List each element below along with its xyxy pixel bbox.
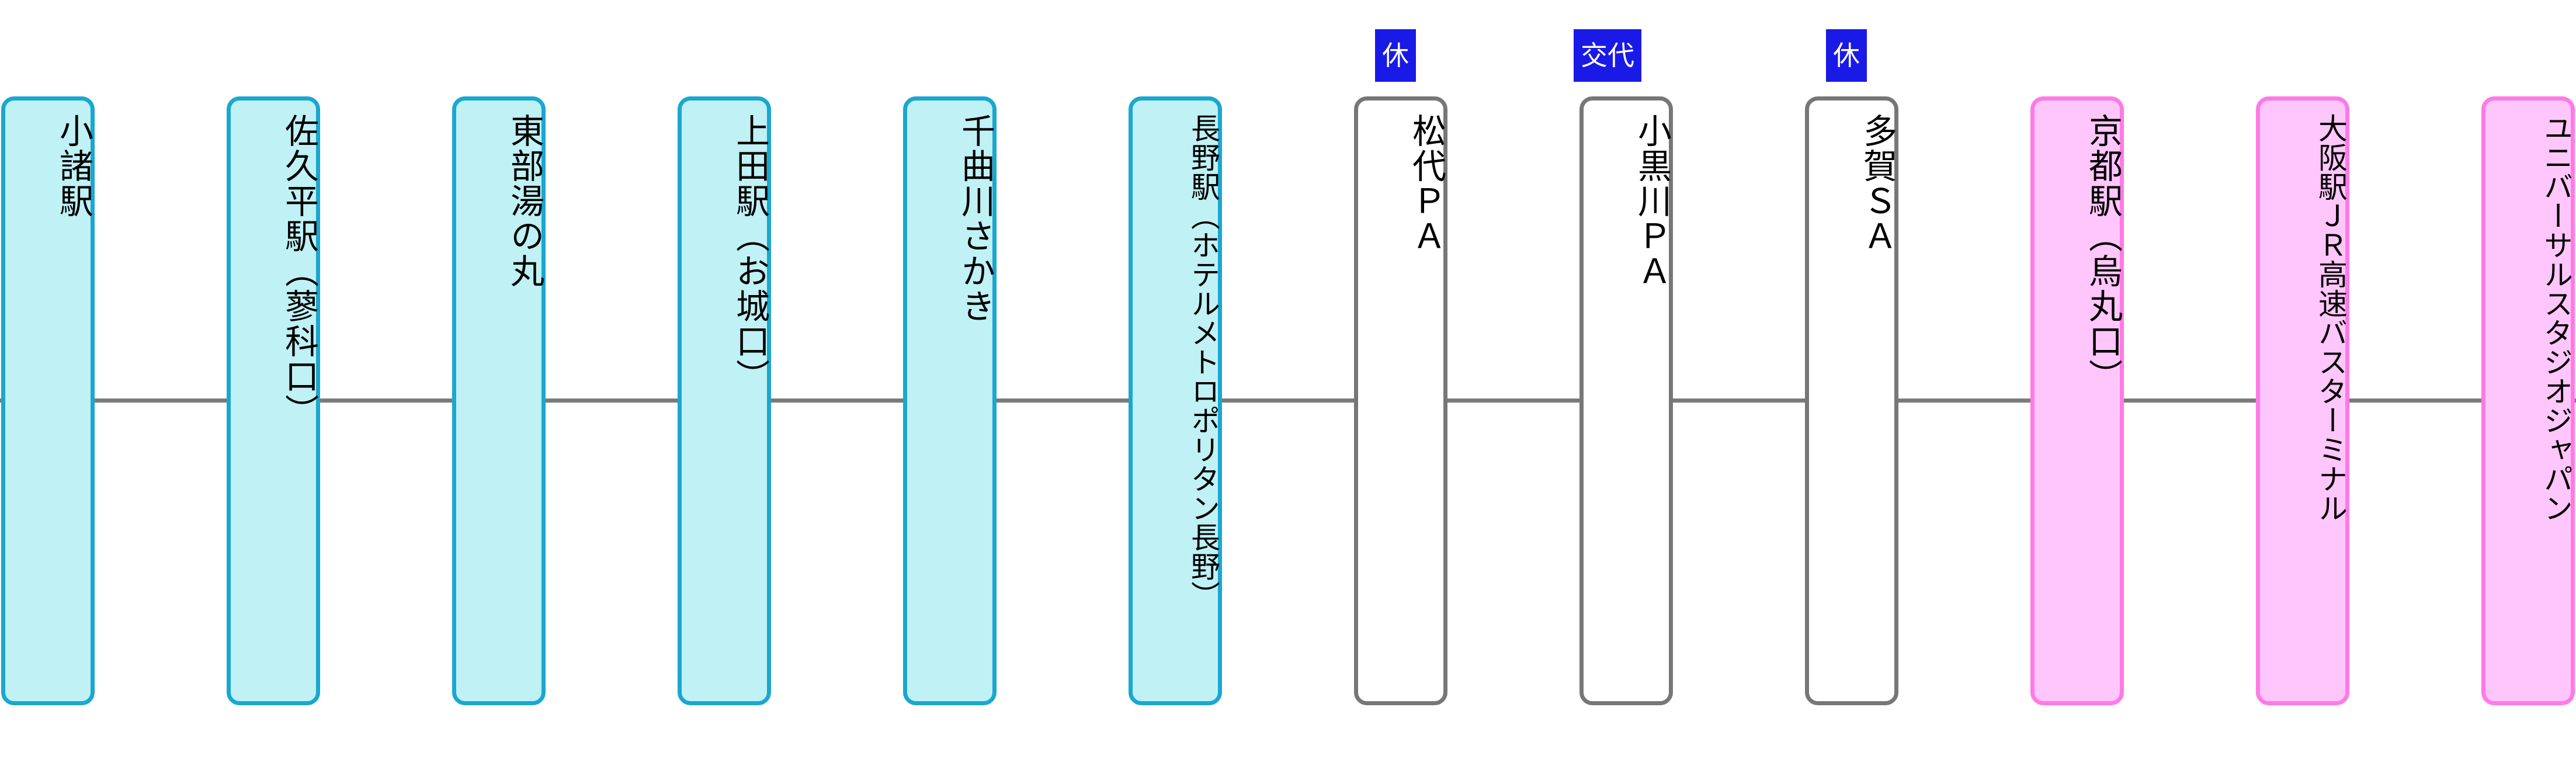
rest-badge-1: 休 (1375, 29, 1416, 82)
stop-box-12: ユニバーサルスタジオジャパン (2481, 96, 2575, 705)
stop-box-5: 千曲川さかき (903, 96, 997, 705)
stop-label-5: 千曲川さかき (956, 113, 995, 324)
stop-box-11: 大阪駅ＪＲ高速バスターミナル (2256, 96, 2349, 705)
stop-label-2: 佐久平駅（蓼科口） (279, 113, 319, 429)
stop-label-10: 京都駅（烏丸口） (2083, 113, 2123, 394)
stop-box-1: 小諸駅 (1, 96, 95, 705)
stop-box-8: 小黒川ＰＡ (1579, 96, 1673, 705)
stop-label-7: 松代ＰＡ (1407, 113, 1446, 254)
stop-box-10: 京都駅（烏丸口） (2030, 96, 2124, 705)
stop-box-4: 上田駅（お城口） (678, 96, 771, 705)
stop-label-4: 上田駅（お城口） (730, 113, 770, 394)
stop-label-11: 大阪駅ＪＲ高速バスターミナル (2314, 113, 2348, 522)
stop-label-9: 多賀ＳＡ (1858, 113, 1897, 254)
route-line (0, 398, 2576, 403)
stop-box-6: 長野駅（ホテルメトロポリタン長野） (1129, 96, 1222, 705)
stop-label-3: 東部湯の丸 (505, 113, 544, 289)
stop-label-1: 小諸駅 (54, 113, 93, 219)
stop-box-9: 多賀ＳＡ (1805, 96, 1898, 705)
stop-label-12: ユニバーサルスタジオジャパン (2539, 113, 2573, 522)
stop-label-8: 小黒川ＰＡ (1632, 113, 1672, 289)
stop-box-7: 松代ＰＡ (1354, 96, 1447, 705)
rest-badge-2: 交代 (1574, 29, 1641, 82)
stop-box-3: 東部湯の丸 (452, 96, 546, 705)
stop-box-2: 佐久平駅（蓼科口） (227, 96, 320, 705)
rest-badge-3: 休 (1826, 29, 1867, 82)
stop-label-6: 長野駅（ホテルメトロポリタン長野） (1186, 113, 1220, 610)
